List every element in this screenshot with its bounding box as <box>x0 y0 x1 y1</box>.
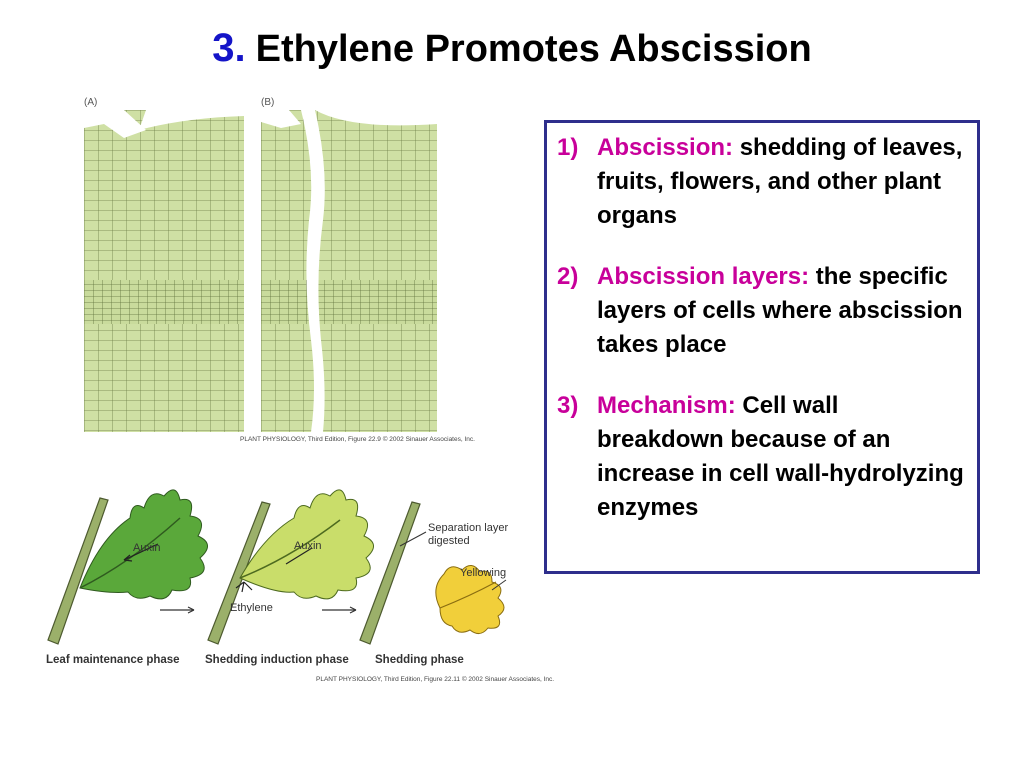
micrograph-panel-b <box>261 110 437 432</box>
item-number: 1) <box>557 134 579 161</box>
digested-label: digested <box>428 535 470 547</box>
micrograph-panel-a <box>84 110 244 432</box>
item-term: Abscission layers: <box>597 263 810 290</box>
slide-title: 3.Ethylene Promotes Abscission <box>0 26 1024 71</box>
auxin-label-1: Auxin <box>133 542 161 554</box>
item-definition: shedding of leaves, fruits, flowers, and… <box>597 134 963 229</box>
definition-item: 3) Mechanism: Cell wall breakdown becaus… <box>557 389 967 525</box>
item-definition: the specific layers of cells where absci… <box>597 263 963 358</box>
panel-b-label: (B) <box>261 97 275 108</box>
phase-1-label: Leaf maintenance phase <box>46 654 180 666</box>
falling-leaf <box>435 565 505 634</box>
definition-item: 2) Abscission layers: the specific layer… <box>557 260 967 362</box>
item-number: 2) <box>557 263 579 290</box>
yellowing-label: Yellowing <box>460 567 507 579</box>
title-text: Ethylene Promotes Abscission <box>255 28 812 70</box>
micrograph-credit: PLANT PHYSIOLOGY, Third Edition, Figure … <box>240 436 475 443</box>
leaf-figure-credit: PLANT PHYSIOLOGY, Third Edition, Figure … <box>316 676 555 683</box>
ethylene-label: Ethylene <box>230 602 273 614</box>
item-term: Mechanism: <box>597 392 736 419</box>
leaf-phase-illustration <box>47 489 507 645</box>
title-number: 3. <box>212 26 246 70</box>
item-term: Abscission: <box>597 134 734 161</box>
stem-3 <box>359 501 421 645</box>
leaf-2 <box>239 489 374 600</box>
stem-1 <box>47 497 109 645</box>
definitions-box: 1) Abscission: shedding of leaves, fruit… <box>544 120 980 574</box>
panel-a-label: (A) <box>84 97 98 108</box>
stem-2 <box>207 501 271 645</box>
phase-2-label: Shedding induction phase <box>205 654 349 666</box>
definition-item: 1) Abscission: shedding of leaves, fruit… <box>557 131 967 233</box>
auxin-label-2: Auxin <box>294 540 322 552</box>
separation-layer-label: Separation layer <box>428 522 509 534</box>
item-number: 3) <box>557 392 579 419</box>
phase-3-label: Shedding phase <box>375 654 464 666</box>
leaf-1 <box>79 489 208 600</box>
item-definition: Cell wall breakdown because of an increa… <box>597 392 964 521</box>
